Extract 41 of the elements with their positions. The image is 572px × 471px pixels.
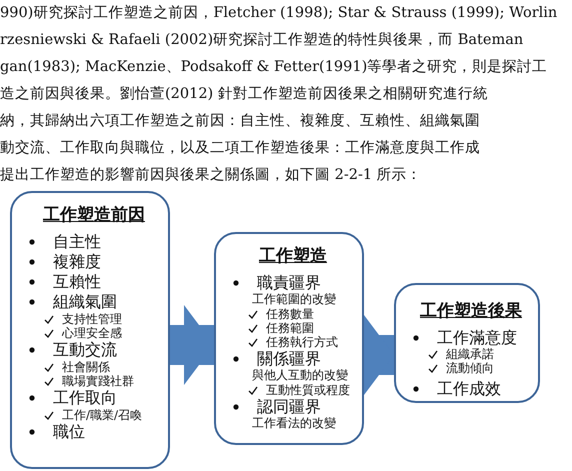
paragraph-line: gan(1983); MacKenzie、Podsakoff & Fetter(1991)等學者之研究，則是探討工: [0, 58, 548, 77]
list-item: 關係疆界: [257, 349, 321, 368]
list-item: 職位: [53, 422, 85, 442]
paragraph-line: 提出工作塑造的影響前因與後果之關係圖，如下圖 2-2-1 所示：: [0, 166, 422, 185]
rounded-box: [10, 191, 170, 469]
paragraph-line: rzesniewski & Rafaeli (2002)研究探討工作塑造的特性與後果，而 Bateman: [0, 30, 524, 50]
list-item: 職責疆界: [257, 273, 321, 292]
checked-sub-item: 工作/職業/召喚: [62, 408, 142, 422]
checked-sub-item: 支持性管理: [62, 312, 122, 326]
rounded-box: [214, 232, 364, 445]
checked-sub-item: 任務範圍: [266, 321, 314, 335]
checked-sub-item: 互動性質或程度: [266, 383, 350, 397]
checked-sub-item: 心理安全感: [62, 326, 122, 340]
block-arrow: [170, 305, 214, 385]
checked-sub-item: 職場實踐社群: [62, 374, 134, 388]
list-item: 工作成效: [437, 379, 501, 398]
list-item: 組織氣圍: [53, 292, 117, 312]
paragraph-line: 動交流、工作取向與職位，以及二項工作塑造後果：工作滿意度與工作成: [0, 138, 480, 158]
checked-sub-item: 流動傾向: [446, 361, 494, 375]
paragraph-line: 造之前因與後果。劉怡萱(2012) 針對工作塑造前因後果之相關研究進行統: [0, 84, 488, 104]
paragraph-line: 納，其歸納出六項工作塑造之前因：自主性、複雜度、互賴性、組織氣圍: [0, 112, 480, 131]
list-item: 認同疆界: [257, 397, 321, 416]
sub-description: 與他人互動的改變: [252, 368, 348, 383]
list-item: 工作滿意度: [437, 328, 517, 347]
checked-sub-item: 任務數量: [266, 307, 314, 321]
list-item: 工作取向: [53, 388, 117, 408]
list-item: 自主性: [53, 232, 101, 252]
rounded-box: [394, 283, 540, 403]
paragraph-line: 990)研究探討工作塑造之前因，Fletcher (1998); Star & Strauss (1999); Worlin: [0, 4, 558, 23]
box-heading: 工作塑造前因: [43, 204, 145, 226]
block-arrow: [364, 315, 394, 395]
checked-sub-item: 任務執行方式: [266, 335, 338, 349]
box-heading: 工作塑造: [259, 245, 327, 267]
list-item: 複雜度: [53, 252, 101, 272]
checked-sub-item: 組織承諾: [446, 347, 494, 361]
checked-sub-item: 社會關係: [62, 360, 110, 374]
box-heading: 工作塑造後果: [420, 300, 522, 322]
list-item: 互賴性: [53, 272, 101, 292]
sub-description: 工作範圍的改變: [252, 292, 336, 307]
list-item: 互動交流: [53, 340, 117, 360]
sub-description: 工作看法的改變: [252, 416, 336, 431]
